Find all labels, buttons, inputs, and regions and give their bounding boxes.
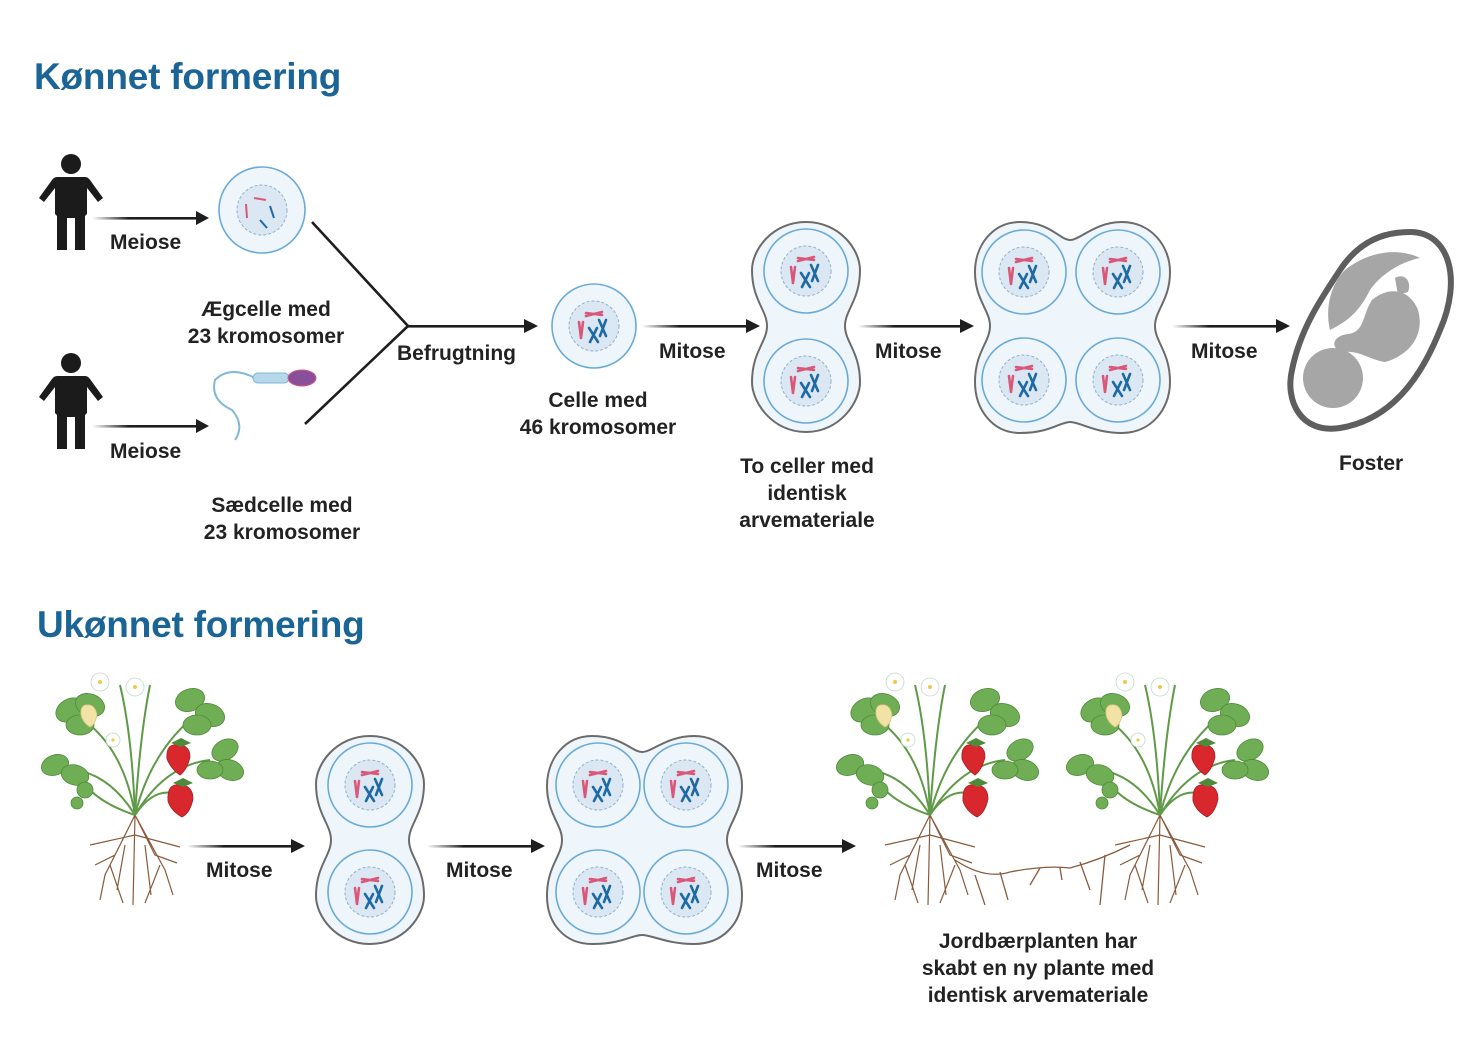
asexual-reproduction-title: Ukønnet formering bbox=[37, 604, 365, 645]
two-cells-label-line-3: arvemateriale bbox=[739, 509, 875, 532]
asexual-four-cells-icon bbox=[545, 734, 744, 946]
asexual-mitose-arrow-1 bbox=[187, 839, 305, 853]
meiose-label-top: Meiose bbox=[110, 231, 182, 254]
meiose-arrow-top bbox=[92, 211, 209, 225]
two-cells-label: To celler med identisk arvemateriale bbox=[707, 453, 907, 534]
egg-to-fertilization-line bbox=[311, 221, 409, 327]
meiose-label-bottom: Meiose bbox=[110, 440, 182, 463]
result-label: Jordbærplanten har skabt en ny plante me… bbox=[888, 928, 1188, 1009]
mitose-label-1: Mitose bbox=[659, 340, 726, 363]
asexual-mitose-arrow-2 bbox=[427, 839, 545, 853]
zygote-label: Celle med 46 kromosomer bbox=[498, 387, 698, 441]
mitose-arrow-3 bbox=[1172, 319, 1290, 333]
mitose-arrow-2 bbox=[858, 319, 974, 333]
result-label-line-3: identisk arvemateriale bbox=[927, 984, 1149, 1007]
asexual-mitose-label-3: Mitose bbox=[756, 859, 823, 882]
two-cells-icon bbox=[750, 220, 862, 434]
result-label-line-2: skabt en ny plante med bbox=[921, 957, 1155, 980]
sperm-cell-icon bbox=[213, 369, 317, 441]
fertilization-arrow bbox=[408, 319, 538, 333]
fertilization-label: Befrugtning bbox=[397, 342, 516, 365]
mitose-arrow-1 bbox=[642, 319, 760, 333]
two-cells-label-line-2: identisk bbox=[767, 482, 847, 505]
egg-cell-label-line-2: 23 kromosomer bbox=[187, 325, 345, 348]
asexual-mitose-label-2: Mitose bbox=[446, 859, 513, 882]
four-cells-icon bbox=[973, 220, 1172, 435]
two-cells-label-line-1: To celler med bbox=[740, 455, 874, 478]
person-icon-top bbox=[39, 154, 103, 250]
mitose-label-2: Mitose bbox=[875, 340, 942, 363]
egg-cell-label: Ægcelle med 23 kromosomer bbox=[166, 296, 366, 350]
sperm-cell-label: Sædcelle med 23 kromosomer bbox=[182, 492, 382, 546]
zygote-cell-icon bbox=[552, 284, 636, 368]
person-icon-bottom bbox=[39, 353, 103, 449]
result-label-line-1: Jordbærplanten har bbox=[938, 930, 1138, 953]
daughter-plant-icon bbox=[1062, 672, 1273, 906]
sperm-cell-label-line-2: 23 kromosomer bbox=[203, 521, 361, 544]
fetus-label: Foster bbox=[1339, 452, 1404, 475]
zygote-label-line-2: 46 kromosomer bbox=[519, 416, 677, 439]
asexual-mitose-arrow-3 bbox=[738, 839, 856, 853]
sexual-reproduction-title: Kønnet formering bbox=[34, 56, 342, 97]
egg-cell-label-line-1: Ægcelle med bbox=[201, 298, 331, 321]
zygote-label-line-1: Celle med bbox=[548, 389, 648, 412]
runner-roots-icon bbox=[954, 844, 1131, 906]
fetus-icon bbox=[1287, 228, 1454, 432]
sperm-to-fertilization-line bbox=[304, 325, 409, 425]
egg-cell-icon bbox=[218, 166, 306, 254]
meiose-arrow-bottom bbox=[92, 419, 209, 433]
asexual-mitose-label-1: Mitose bbox=[206, 859, 273, 882]
sperm-cell-label-line-1: Sædcelle med bbox=[211, 494, 353, 517]
mitose-label-3: Mitose bbox=[1191, 340, 1258, 363]
asexual-two-cells-icon bbox=[314, 734, 426, 946]
parent-plant-icon bbox=[832, 672, 1043, 906]
